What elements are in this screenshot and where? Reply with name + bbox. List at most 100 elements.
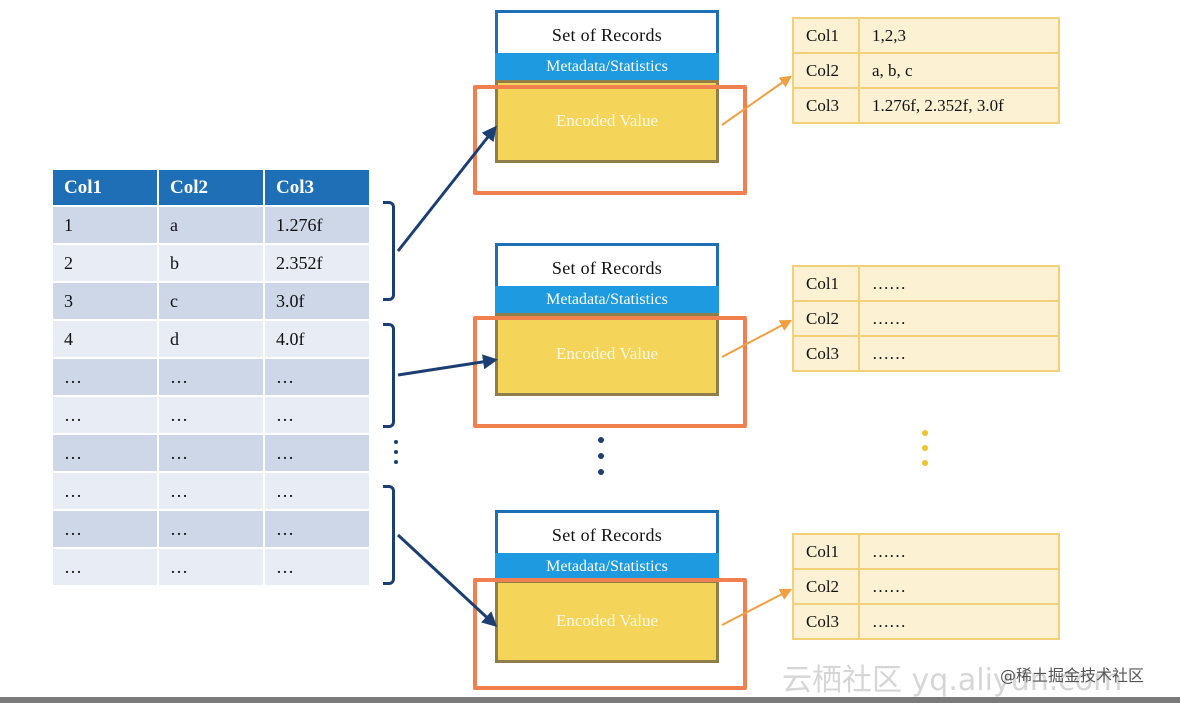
header-col2: Col2 (159, 170, 263, 205)
column-key: Col2 (792, 568, 860, 605)
bracket-ellipsis (394, 440, 398, 464)
table-cell: … (53, 359, 157, 395)
table-cell: … (159, 435, 263, 471)
column-key: Col3 (792, 603, 860, 640)
tables-ellipsis (922, 430, 928, 466)
table-cell: … (265, 511, 369, 547)
table-row: Col2 a, b, c (792, 52, 1060, 89)
table-cell: … (265, 473, 369, 509)
blocks-ellipsis (598, 437, 604, 475)
header-col1: Col1 (53, 170, 157, 205)
table-cell: … (53, 511, 157, 547)
table-row: Col3 …… (792, 335, 1060, 372)
table-row: 2 b 2.352f (53, 245, 369, 281)
encoded-value-highlight (473, 316, 747, 428)
column-value: …… (858, 533, 1060, 570)
table-cell: 2 (53, 245, 157, 281)
record-set-title: Set of Records (495, 510, 719, 553)
source-table-header: Col1 Col2 Col3 (53, 170, 369, 205)
detail-arrow (721, 75, 792, 126)
table-cell: 4 (53, 321, 157, 357)
column-key: Col2 (792, 52, 860, 89)
table-row: 1 a 1.276f (53, 207, 369, 243)
table-row: … … … (53, 359, 369, 395)
header-col3: Col3 (265, 170, 369, 205)
table-cell: … (53, 397, 157, 433)
table-row: Col3 …… (792, 603, 1060, 640)
table-cell: … (159, 549, 263, 585)
table-row: Col2 …… (792, 568, 1060, 605)
column-value: a, b, c (858, 52, 1060, 89)
column-detail-table: Col1 …… Col2 …… Col3 …… (792, 265, 1060, 372)
table-cell: … (265, 397, 369, 433)
table-row: … … … (53, 473, 369, 509)
watermark: 云栖社区 yq.aliyun.com (782, 663, 1123, 698)
table-cell: … (159, 473, 263, 509)
column-value: …… (858, 265, 1060, 302)
record-set-title: Set of Records (495, 243, 719, 286)
column-key: Col2 (792, 300, 860, 337)
column-value: …… (858, 335, 1060, 372)
table-cell: … (265, 435, 369, 471)
table-row: … … … (53, 397, 369, 433)
row-group-bracket (383, 323, 395, 428)
table-cell: 1.276f (265, 207, 369, 243)
record-block: Set of Records Metadata/Statistics Encod… (495, 510, 719, 663)
table-row: 4 d 4.0f (53, 321, 369, 357)
column-key: Col3 (792, 335, 860, 372)
column-detail-table: Col1 1,2,3 Col2 a, b, c Col3 1.276f, 2.3… (792, 17, 1060, 124)
row-group-bracket (383, 485, 395, 585)
table-cell: a (159, 207, 263, 243)
column-value: 1,2,3 (858, 17, 1060, 54)
table-row: … … … (53, 549, 369, 585)
encoded-value-highlight (473, 85, 747, 195)
table-row: Col1 1,2,3 (792, 17, 1060, 54)
table-row: 3 c 3.0f (53, 283, 369, 319)
column-value: …… (858, 603, 1060, 640)
bracket-arrow (396, 125, 497, 252)
column-value: …… (858, 568, 1060, 605)
column-value: …… (858, 300, 1060, 337)
table-cell: c (159, 283, 263, 319)
column-key: Col1 (792, 533, 860, 570)
record-block: Set of Records Metadata/Statistics Encod… (495, 10, 719, 163)
table-cell: 2.352f (265, 245, 369, 281)
credit-text: @稀土掘金技术社区 (1000, 666, 1145, 685)
table-cell: … (159, 397, 263, 433)
metadata-bar: Metadata/Statistics (495, 286, 719, 313)
table-cell: 3.0f (265, 283, 369, 319)
table-row: Col1 …… (792, 533, 1060, 570)
table-row: Col3 1.276f, 2.352f, 3.0f (792, 87, 1060, 124)
table-cell: 1 (53, 207, 157, 243)
table-cell: d (159, 321, 263, 357)
table-cell: b (159, 245, 263, 281)
encoded-value-highlight (473, 578, 747, 690)
table-row: Col2 …… (792, 300, 1060, 337)
source-table: Col1 Col2 Col3 1 a 1.276f 2 b 2.352f 3 c… (51, 168, 371, 587)
metadata-bar: Metadata/Statistics (495, 553, 719, 580)
bracket-arrow (397, 354, 498, 377)
table-row: … … … (53, 435, 369, 471)
column-key: Col3 (792, 87, 860, 124)
table-cell: … (265, 549, 369, 585)
bottom-bar (0, 697, 1180, 703)
record-block: Set of Records Metadata/Statistics Encod… (495, 243, 719, 396)
record-set-title: Set of Records (495, 10, 719, 53)
column-detail-table: Col1 …… Col2 …… Col3 …… (792, 533, 1060, 640)
column-key: Col1 (792, 17, 860, 54)
encoded-value: Encoded Value (495, 80, 719, 163)
detail-arrow (721, 588, 793, 626)
metadata-bar: Metadata/Statistics (495, 53, 719, 80)
table-cell: … (159, 511, 263, 547)
encoded-value: Encoded Value (495, 313, 719, 396)
table-cell: … (265, 359, 369, 395)
table-cell: … (53, 435, 157, 471)
table-row: Col1 …… (792, 265, 1060, 302)
column-key: Col1 (792, 265, 860, 302)
detail-arrow (721, 319, 793, 358)
column-value: 1.276f, 2.352f, 3.0f (858, 87, 1060, 124)
table-cell: 3 (53, 283, 157, 319)
table-cell: … (53, 549, 157, 585)
bracket-arrow (396, 533, 498, 628)
